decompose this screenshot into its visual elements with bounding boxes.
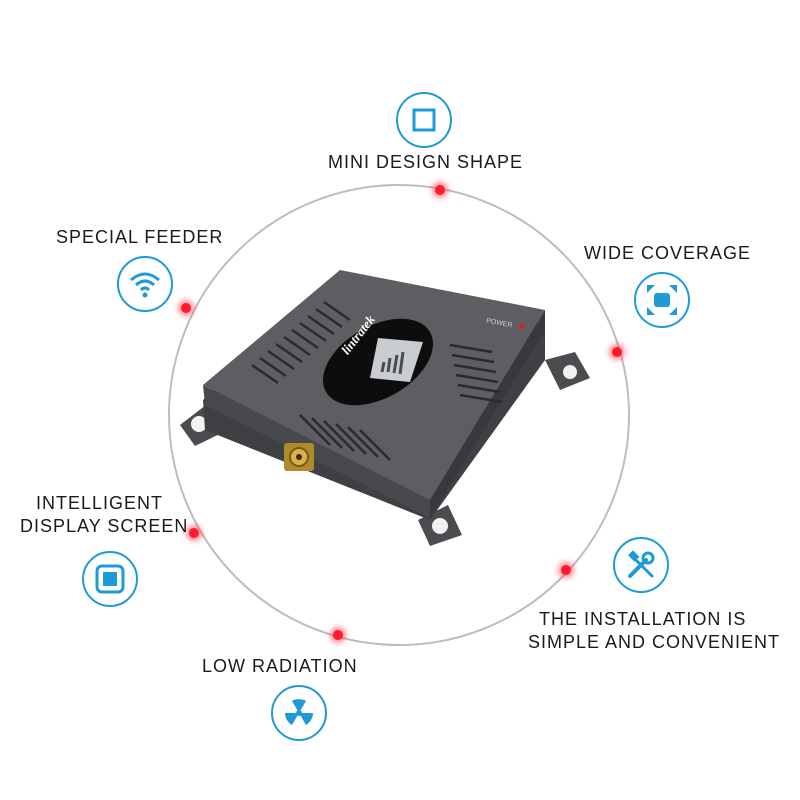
antenna-connector [284,443,314,471]
screen-icon [82,551,138,607]
feature-low-radiation: LOW RADIATION [202,656,358,676]
expand-arrows-icon [634,272,690,328]
feature-mini-design: MINI DESIGN SHAPE [328,152,524,172]
marker-dot [435,185,445,195]
radiation-icon [271,685,327,741]
cooling-fins [251,300,503,461]
feature-intelligent-display-line2: DISPLAY SCREEN [20,516,189,536]
feature-wide-coverage: WIDE COVERAGE [584,243,752,263]
marker-dot [189,528,199,538]
square-icon [396,92,452,148]
feature-intelligent-display-line1: INTELLIGENT [36,493,164,513]
feature-installation-line1: THE INSTALLATION IS [539,609,747,629]
marker-dot [333,630,343,640]
marker-dot [561,565,571,575]
feature-installation-line2: SIMPLE AND CONVENIENT [528,632,781,652]
wrench-screwdriver-icon [613,537,669,593]
marker-dot [612,347,622,357]
wifi-icon [117,256,173,312]
marker-dot [181,303,191,313]
feature-special-feeder: SPECIAL FEEDER [56,227,224,247]
